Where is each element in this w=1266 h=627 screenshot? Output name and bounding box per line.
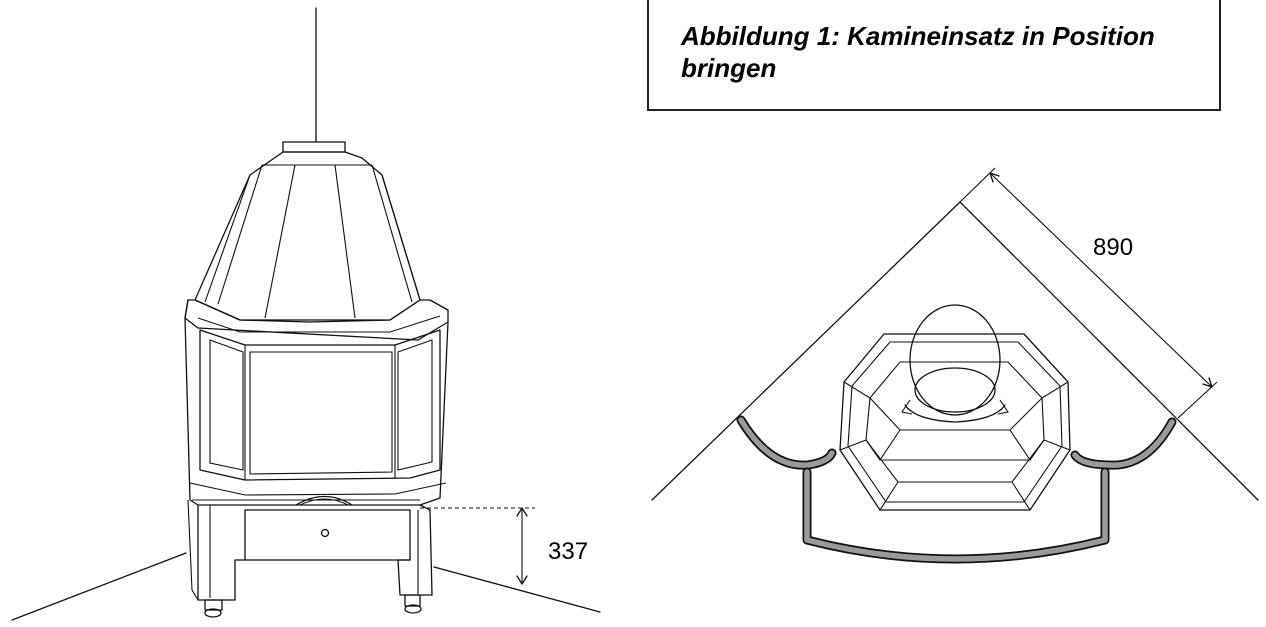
top-view-fireplace	[651, 167, 1259, 564]
hood-collar	[282, 141, 346, 153]
figure-caption: Abbildung 1: Kamineinsatz in Position br…	[681, 21, 1155, 83]
surround-band-left	[738, 417, 835, 468]
foot-left	[204, 608, 222, 618]
glass-window	[199, 329, 441, 481]
drawer-knob	[320, 528, 330, 538]
wall-line-left	[651, 201, 961, 501]
surround-base	[804, 469, 1108, 562]
body-outline	[184, 299, 449, 506]
hood-base-ring	[184, 299, 449, 341]
front-view-fireplace	[11, 7, 601, 621]
foot-right	[404, 604, 422, 614]
dimension-label-height: 337	[548, 538, 589, 565]
floor-line-left	[11, 552, 187, 621]
figure-caption-box: Abbildung 1: Kamineinsatz in Position br…	[647, 0, 1221, 111]
flue-ring	[909, 304, 1001, 416]
dimension-line-890	[989, 172, 1213, 388]
wall-line-right	[959, 201, 1259, 501]
hood-outline	[194, 151, 421, 323]
door-handle	[295, 495, 353, 506]
dimension-label-width: 890	[1093, 234, 1134, 261]
surround-band-right	[1072, 419, 1175, 468]
floor-line-right	[433, 566, 601, 613]
